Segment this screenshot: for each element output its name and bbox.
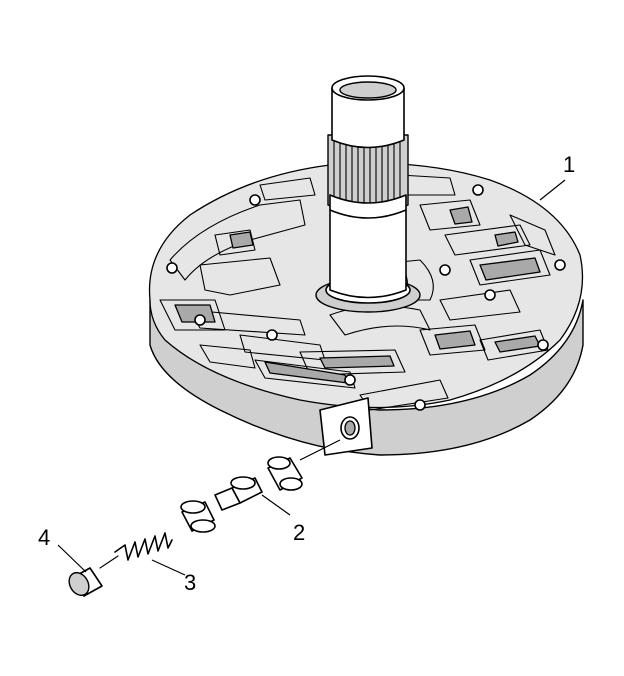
leader-4 xyxy=(57,544,87,573)
plug xyxy=(68,567,103,597)
callout-4: 4 xyxy=(38,525,50,550)
leader-2 xyxy=(261,494,291,516)
valve-lands xyxy=(180,476,263,533)
callout-3: 3 xyxy=(184,570,196,595)
leader-1 xyxy=(539,179,566,201)
spring xyxy=(99,532,173,569)
valve-bore-boss xyxy=(319,397,373,456)
stator-shaft xyxy=(315,75,421,313)
callout-1: 1 xyxy=(563,152,575,177)
valve-bushing xyxy=(267,456,303,491)
callout-2: 2 xyxy=(293,520,305,545)
leader-3 xyxy=(151,559,186,576)
